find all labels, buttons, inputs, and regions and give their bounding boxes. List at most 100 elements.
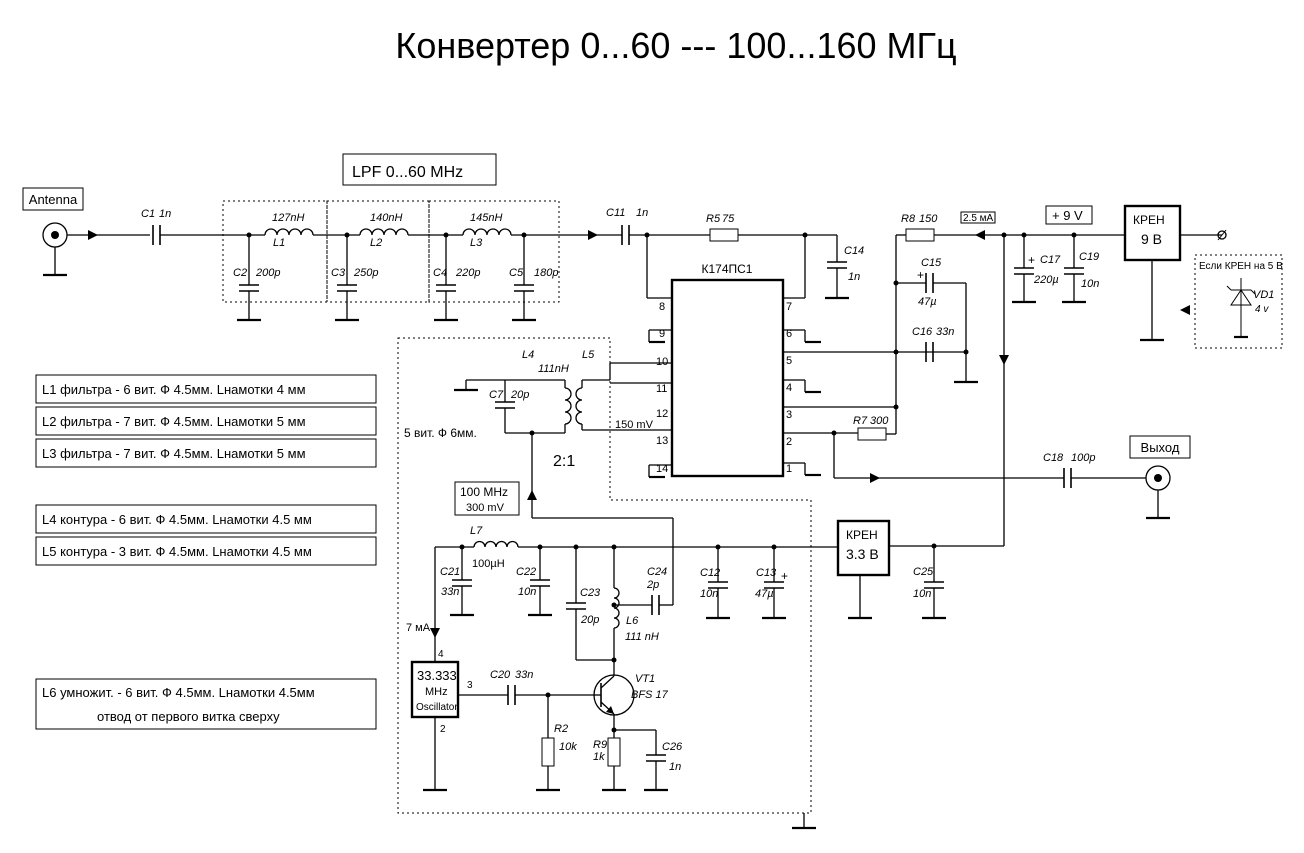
label-parts-c1v: 1n (159, 208, 171, 220)
label-parts-c5: C5 (509, 267, 524, 279)
label-parts-r2: R2 (554, 723, 568, 735)
capacitor-c12: C12 10n (700, 547, 732, 620)
label-parts-l3v: 145nH (470, 212, 502, 224)
label-ic_pins-p6: 6 (786, 328, 792, 340)
label-ic_pins-p3: 3 (786, 409, 792, 421)
mv150-label: 150 mV (615, 419, 654, 431)
capacitor-c7: C7 20p (489, 380, 529, 433)
lpf-label: LPF 0...60 MHz (352, 164, 463, 181)
supply-label: + 9 V (1052, 208, 1083, 223)
label-parts-r8: R8 (901, 213, 916, 225)
label-parts-c26: C26 (662, 741, 683, 753)
label-parts-c11v: 1n (636, 207, 648, 219)
capacitor-c24: C24 2p (614, 566, 673, 615)
note-l4: L4 контура - 6 вит. Ф 4.5мм. Lнамотки 4.… (42, 512, 312, 527)
label-parts-c15: C15 (921, 257, 942, 269)
label-lo_box-line2: 300 mV (466, 502, 505, 514)
svg-text:+: + (917, 268, 924, 282)
label-parts-r5v: 75 (722, 213, 735, 225)
inductor-l3: 145nH L3 (462, 212, 512, 249)
note-l2: L2 фильтра - 7 вит. Ф 4.5мм. Lнамотки 5 … (42, 414, 306, 429)
label-ic_pins-p7: 7 (786, 301, 792, 313)
antenna-label: Antenna (29, 192, 78, 207)
capacitor-c22: C22 10n (516, 547, 554, 617)
label-parts-l5: L5 (582, 349, 595, 361)
page-title: Конвертер 0...60 --- 100...160 МГц (395, 25, 956, 66)
label-ic_pins-p2: 2 (786, 436, 792, 448)
label-parts-c21v: 33n (441, 586, 459, 598)
label-parts-c20v: 33n (515, 669, 533, 681)
capacitor-c4: C4 220p (432, 232, 480, 322)
label-osc-pin4: 4 (438, 649, 444, 660)
label-parts-l1v: 127nH (272, 212, 304, 224)
label-parts-l6v: 111 nH (625, 631, 659, 643)
capacitor-c18: C18 100p (1043, 452, 1095, 488)
label-parts-c3v: 250p (353, 267, 378, 279)
note-l6-line2: отвод от первого витка сверху (97, 709, 280, 724)
label-parts-c14v: 1n (848, 271, 860, 283)
label-parts-r7v: 300 (870, 415, 889, 427)
label-ic_pins-p13: 13 (656, 435, 668, 447)
label-kren33-line2: 3.3 В (846, 546, 879, 562)
note-l5: L5 контура - 3 вит. Ф 4.5мм. Lнамотки 4.… (42, 544, 312, 559)
label-parts-c23: C23 (580, 587, 601, 599)
note-l3: L3 фильтра - 7 вит. Ф 4.5мм. Lнамотки 5 … (42, 446, 306, 461)
capacitor-c25: C25 10n (913, 546, 948, 620)
local-oscillator-section (397, 337, 812, 814)
label-parts-c18v: 100p (1071, 452, 1095, 464)
capacitor-c26: C26 1n (614, 729, 683, 792)
label-parts-c5v: 180p (534, 267, 558, 279)
label-parts-c12: C12 (700, 567, 720, 579)
transformer-l4-l5: L4 L5 111nH 150 mV 2:1 5 вит. Ф 6мм. (404, 349, 654, 470)
label-parts-c24: C24 (647, 566, 667, 578)
label-ic_pins-p14: 14 (656, 463, 668, 475)
label-parts-l3: L3 (470, 237, 483, 249)
label-parts-c25v: 10n (913, 588, 931, 600)
label-parts-c4: C4 (433, 267, 447, 279)
label-ic_pins-p1: 1 (786, 463, 792, 475)
label-ic_pins-p11: 11 (656, 383, 667, 395)
label-parts-l4: L4 (522, 349, 534, 361)
label-osc-pin2: 2 (440, 724, 446, 735)
inductor-l1: 127nH L1 (264, 212, 314, 249)
label-parts-c11: C11 (606, 207, 625, 219)
capacitor-c3: C3 250p (331, 232, 378, 322)
label-parts-l7: L7 (470, 525, 483, 537)
label-parts-c7v: 20p (510, 389, 529, 401)
capacitor-c19: C19 10n (1060, 232, 1099, 304)
output-label: Выход (1141, 440, 1180, 455)
label-parts-c19: C19 (1079, 251, 1099, 263)
capacitor-c11: C11 1n (606, 207, 648, 245)
current-label: 2.5 мА (963, 213, 994, 224)
label-parts-c15v: 47µ (918, 296, 937, 308)
resistor-r2: R2 10k (534, 695, 577, 792)
label-parts-l7v: 100µH (472, 558, 505, 570)
label-parts-c21: C21 (440, 566, 460, 578)
regulator-kren-3v3: КРЕН 3.3 В (836, 519, 1004, 620)
label-parts-c23v: 20p (580, 614, 599, 626)
capacitor-c21: C21 33n (440, 547, 476, 617)
label-kren9-line1: КРЕН (1133, 213, 1165, 227)
ic-label: К174ПС1 (702, 262, 753, 276)
label-parts-l1: L1 (273, 237, 285, 249)
label-parts-c1: C1 (141, 208, 155, 220)
output-connector: Выход (1129, 435, 1191, 520)
label-parts-c22v: 10n (518, 586, 536, 598)
svg-text:+: + (781, 569, 788, 583)
label-ic_pins-p10: 10 (656, 356, 668, 368)
label-parts-c7: C7 (489, 389, 504, 401)
crystal-oscillator: 7 мА 4 33.333 MHz Oscillator 3 2 (406, 622, 508, 792)
l4-turns-label: 5 вит. Ф 6мм. (404, 426, 477, 440)
label-parts-c17v: 220µ (1033, 274, 1059, 286)
label-parts-r9: R9 (593, 739, 607, 751)
inductor-l6: L6 111 nH (611, 547, 659, 676)
capacitor-c16: C16 33n (912, 326, 980, 384)
label-parts-c16: C16 (912, 326, 933, 338)
label-parts-c22: C22 (516, 566, 536, 578)
capacitor-c15: C15 + 47µ (896, 257, 967, 352)
lpf-label-box (342, 153, 497, 186)
label-parts-vd1: VD1 (1253, 289, 1274, 301)
label-parts-l2v: 140nH (370, 212, 402, 224)
lpf-section-3 (428, 200, 560, 303)
